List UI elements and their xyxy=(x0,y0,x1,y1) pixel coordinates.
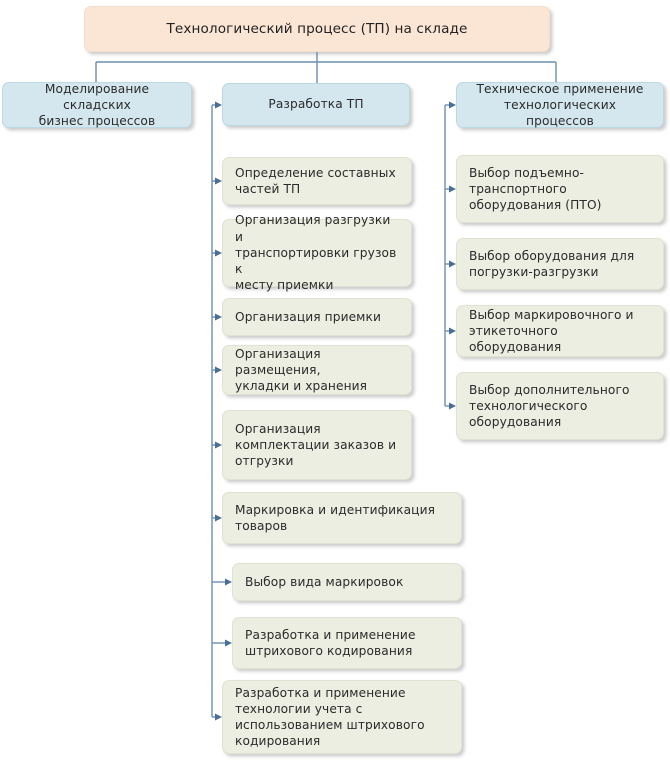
node-leaf-loading-equipment[interactable]: Выбор оборудования для погрузки-разгрузк… xyxy=(456,238,664,290)
node-leaf-placement[interactable]: Организация размещения, укладки и хранен… xyxy=(222,345,412,395)
node-leaf-additional-equipment[interactable]: Выбор дополнительного технологического о… xyxy=(456,372,664,440)
node-leaf-loading-equipment-label: Выбор оборудования для погрузки-разгрузк… xyxy=(469,248,635,279)
node-leaf-placement-label: Организация размещения, укладки и хранен… xyxy=(235,346,368,394)
node-leaf-unloading[interactable]: Организация разгрузки и транспортировки … xyxy=(222,213,412,292)
node-leaf-marking-type[interactable]: Выбор вида маркировок xyxy=(232,563,462,601)
node-leaf-marking-id-label: Маркировка и идентификация товаров xyxy=(235,502,436,533)
node-leaf-marking-equipment[interactable]: Выбор маркировочного и этикеточного обор… xyxy=(456,305,664,357)
node-leaf-barcode-accounting-label: Разработка и применение технологии учета… xyxy=(235,685,425,749)
node-leaf-acceptance-label: Организация приемки xyxy=(235,309,381,324)
node-branch-development-label: Разработка ТП xyxy=(268,97,364,112)
node-branch-modeling-label: Моделирование складских бизнес процессов xyxy=(38,81,156,129)
node-leaf-pto[interactable]: Выбор подъемно- транспортного оборудован… xyxy=(456,155,664,223)
connector-right-arrowheads xyxy=(449,101,456,410)
node-branch-technical-label: Техническое применение технологических п… xyxy=(476,81,644,129)
node-leaf-barcode-accounting[interactable]: Разработка и применение технологии учета… xyxy=(222,680,462,754)
node-branch-development[interactable]: Разработка ТП xyxy=(222,83,410,126)
node-leaf-picking[interactable]: Организация комплектации заказов и отгру… xyxy=(222,410,412,480)
node-leaf-marking-id[interactable]: Маркировка и идентификация товаров xyxy=(222,492,462,544)
node-leaf-barcode-label: Разработка и применение штрихового кодир… xyxy=(245,627,416,658)
node-leaf-unloading-label: Организация разгрузки и транспортировки … xyxy=(235,213,397,293)
node-leaf-pto-label: Выбор подъемно- транспортного оборудован… xyxy=(469,165,602,213)
node-root[interactable]: Технологический процесс (ТП) на складе xyxy=(84,6,550,52)
node-leaf-components[interactable]: Определение составных частей ТП xyxy=(222,157,412,205)
node-root-label: Технологический процесс (ТП) на складе xyxy=(166,20,468,37)
node-leaf-marking-type-label: Выбор вида маркировок xyxy=(245,574,404,589)
node-leaf-components-label: Определение составных частей ТП xyxy=(235,165,396,196)
node-branch-technical[interactable]: Техническое применение технологических п… xyxy=(456,82,664,128)
node-leaf-picking-label: Организация комплектации заказов и отгру… xyxy=(235,421,397,469)
node-branch-modeling[interactable]: Моделирование складских бизнес процессов xyxy=(2,82,192,128)
node-leaf-additional-equipment-label: Выбор дополнительного технологического о… xyxy=(469,382,630,430)
node-leaf-barcode[interactable]: Разработка и применение штрихового кодир… xyxy=(232,617,462,669)
node-leaf-acceptance[interactable]: Организация приемки xyxy=(222,298,412,336)
node-leaf-marking-equipment-label: Выбор маркировочного и этикеточного обор… xyxy=(469,307,634,355)
